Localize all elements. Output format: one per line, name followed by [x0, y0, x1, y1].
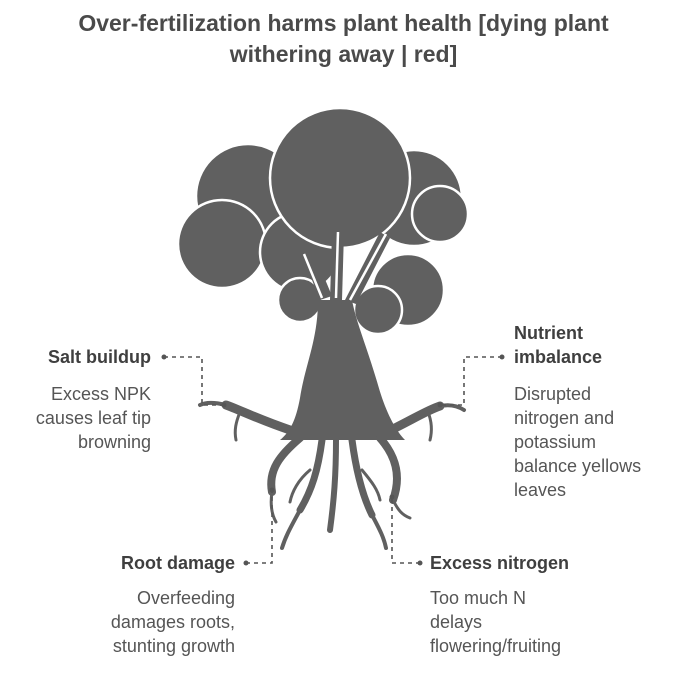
- nutrient-imbalance-desc-line: leaves: [514, 480, 567, 500]
- root-damage-label: Root damage: [120, 553, 235, 573]
- root-damage-desc-line: Overfeeding: [136, 588, 235, 608]
- excess-nitrogen-desc-line: Too much N: [430, 588, 527, 608]
- title-line-2: withering away | red]: [229, 41, 458, 67]
- nutrient-imbalance-desc-line: potassium: [514, 432, 597, 452]
- nutrient-imbalance-label-line: imbalance: [514, 347, 603, 367]
- diagram-title: Over-fertilization harms plant health [d…: [0, 8, 687, 70]
- excess-nitrogen-desc-line: delays: [430, 612, 483, 632]
- nutrient-imbalance-desc-line: balance yellows: [514, 456, 642, 476]
- connector-lines: [164, 356, 502, 564]
- connector-dots: [161, 354, 505, 566]
- nutrient-imbalance-label-line: Nutrient: [514, 323, 583, 343]
- nutrient-imbalance-desc-line: nitrogen and: [514, 408, 615, 428]
- salt-buildup-desc-line: causes leaf tip: [35, 408, 151, 428]
- excess-nitrogen-description: Too much N delays flowering/fruiting: [430, 586, 650, 658]
- salt-buildup-label: Salt buildup: [48, 347, 151, 367]
- excess-nitrogen-desc-line: flowering/fruiting: [430, 636, 562, 656]
- root-damage-desc-line: damages roots,: [110, 612, 235, 632]
- salt-buildup-desc-line: Excess NPK: [50, 384, 151, 404]
- nutrient-imbalance-desc-line: Disrupted: [514, 384, 592, 404]
- root-damage-description: Overfeeding damages roots, stunting grow…: [40, 586, 235, 658]
- salt-buildup-description: Excess NPK causes leaf tip browning: [0, 382, 151, 454]
- root-damage-desc-line: stunting growth: [112, 636, 235, 656]
- nutrient-imbalance-label: Nutrient imbalance: [514, 321, 684, 369]
- nutrient-imbalance-description: Disrupted nitrogen and potassium balance…: [514, 382, 684, 502]
- roots: [198, 400, 466, 550]
- salt-buildup-desc-line: browning: [77, 432, 151, 452]
- title-line-1: Over-fertilization harms plant health [d…: [78, 10, 609, 36]
- excess-nitrogen-label: Excess nitrogen: [430, 553, 570, 573]
